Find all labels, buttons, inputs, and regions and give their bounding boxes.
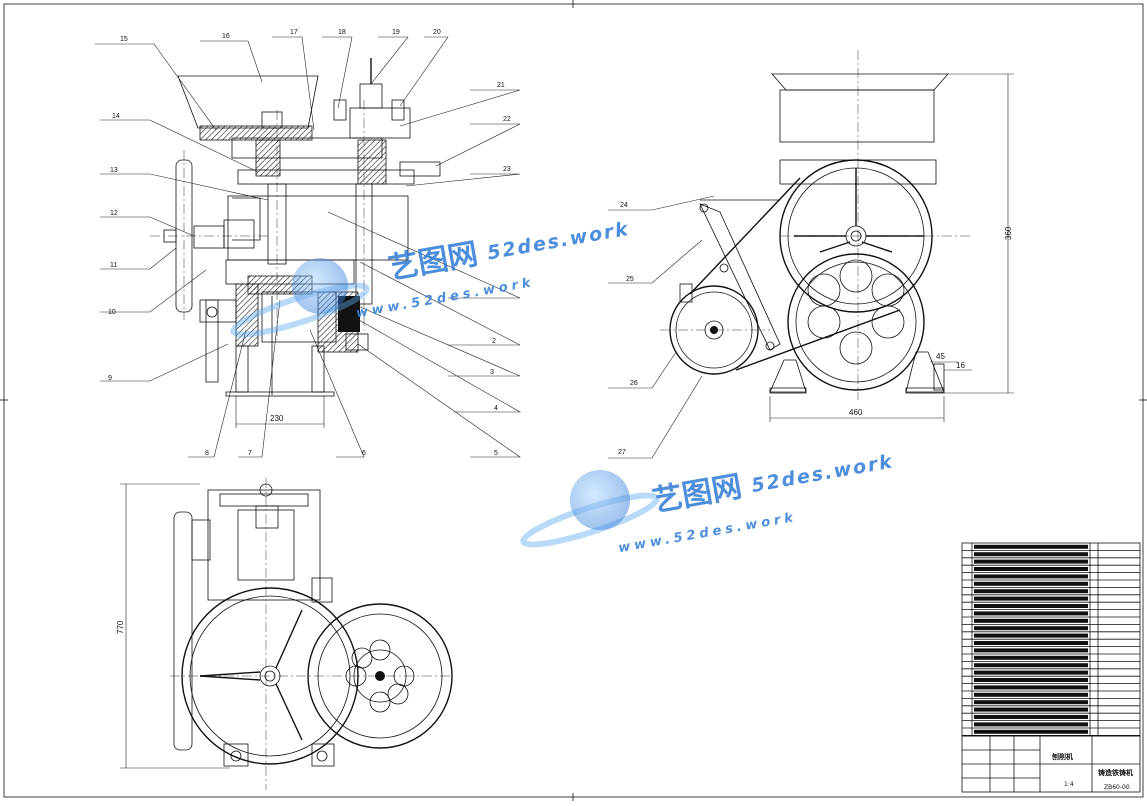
parts-list-table [961,542,1141,737]
parts-list-row-fill [974,729,1088,734]
parts-list-row-fill [974,692,1088,697]
title-block: 刨削机 铸造铁铸机 ZB60-00 1:4 [961,735,1141,793]
dim-foot-a: 45 [936,352,945,361]
parts-list-row-fill [974,670,1088,675]
drawing-scale: 1:4 [1064,781,1074,788]
parts-list-row-fill [974,626,1088,631]
part-label-27: 27 [618,449,626,456]
side-view-labels: 24 25 26 27 [618,202,638,456]
parts-list-row-fill [974,715,1088,719]
dimension-foot: 45 16 [930,352,972,371]
parts-list-row-fill [974,559,1088,564]
dim-foot-b: 16 [956,361,965,370]
watermark-brand-en: 52des.work [486,218,632,265]
part-label-7: 7 [248,450,252,457]
side-view-leaders [608,195,715,459]
side-view [660,50,970,400]
parts-list-row-fill [974,678,1088,682]
part-label-10: 10 [108,309,116,316]
parts-list-row-fill [974,581,1088,586]
dimension-side-height: 360 [944,73,1014,394]
parts-list-row-fill [974,552,1088,557]
parts-list-row-fill [974,633,1088,638]
parts-list-row-fill [974,655,1088,660]
watermark-center: 艺图网 52des.work www.52des.work [520,450,896,556]
part-label-17: 17 [290,29,298,36]
globe-logo-icon-2 [570,470,630,530]
part-label-12: 12 [110,210,118,217]
drawing-title: 刨削机 [1051,752,1073,761]
dimension-front-width: 230 [235,396,325,428]
parts-list-row-fill [974,700,1088,705]
part-label-26: 26 [630,380,638,387]
parts-list-row-fill [974,574,1088,579]
part-label-6: 6 [362,450,366,457]
part-label-8: 8 [205,450,209,457]
watermark-url-2: www.52des.work [617,510,798,556]
part-label-14: 14 [112,113,120,120]
parts-list-row-fill [974,544,1088,549]
part-label-2: 2 [492,338,496,345]
parts-list-row-fill [974,685,1088,690]
plan-view [170,478,453,790]
parts-list-row-fill [974,722,1088,727]
dim-front-width: 230 [270,414,284,423]
front-view-leaders [95,36,522,458]
parts-list-row-fill [974,596,1088,601]
drawing-number: ZB60-00 [1104,784,1130,791]
part-label-5: 5 [494,450,498,457]
part-label-24: 24 [620,202,628,209]
part-label-16: 16 [222,33,230,40]
parts-list-row-fill [974,618,1088,623]
dim-side-width: 460 [849,408,863,417]
parts-list-row-fill [974,604,1088,608]
part-label-19: 19 [392,29,400,36]
parts-list-row-fill [974,611,1088,616]
parts-list-row-fill [974,663,1088,668]
part-label-22: 22 [503,116,511,123]
part-label-23: 23 [503,166,511,173]
part-label-25: 25 [626,276,634,283]
parts-list-row-fill [974,707,1088,712]
part-label-13: 13 [110,167,118,174]
dim-plan-height: 770 [116,620,125,634]
part-label-4: 4 [494,405,498,412]
part-label-18: 18 [338,29,346,36]
parts-list-row-fill [974,648,1088,653]
front-view-labels: 15 16 17 18 19 20 21 22 23 14 13 12 11 1… [108,29,511,457]
machine-name: 铸造铁铸机 [1098,768,1133,777]
front-section-view [150,58,441,397]
watermark-brand-en-2: 52des.work [750,450,896,497]
watermark-brand-cn-2: 艺图网 [650,469,745,519]
parts-list-row-fill [974,641,1088,645]
part-label-15: 15 [120,36,128,43]
part-label-20: 20 [433,29,441,36]
dim-side-height: 360 [1004,226,1013,240]
part-label-9: 9 [108,375,112,382]
parts-list-row-fill [974,567,1088,571]
parts-list-row-fill [974,589,1088,594]
part-label-11: 11 [110,262,117,269]
dimension-plan-height: 770 [116,483,230,769]
part-label-21: 21 [497,82,505,89]
globe-logo-icon [292,258,348,314]
dimension-side-width: 460 [769,396,945,422]
part-label-3: 3 [490,369,494,376]
